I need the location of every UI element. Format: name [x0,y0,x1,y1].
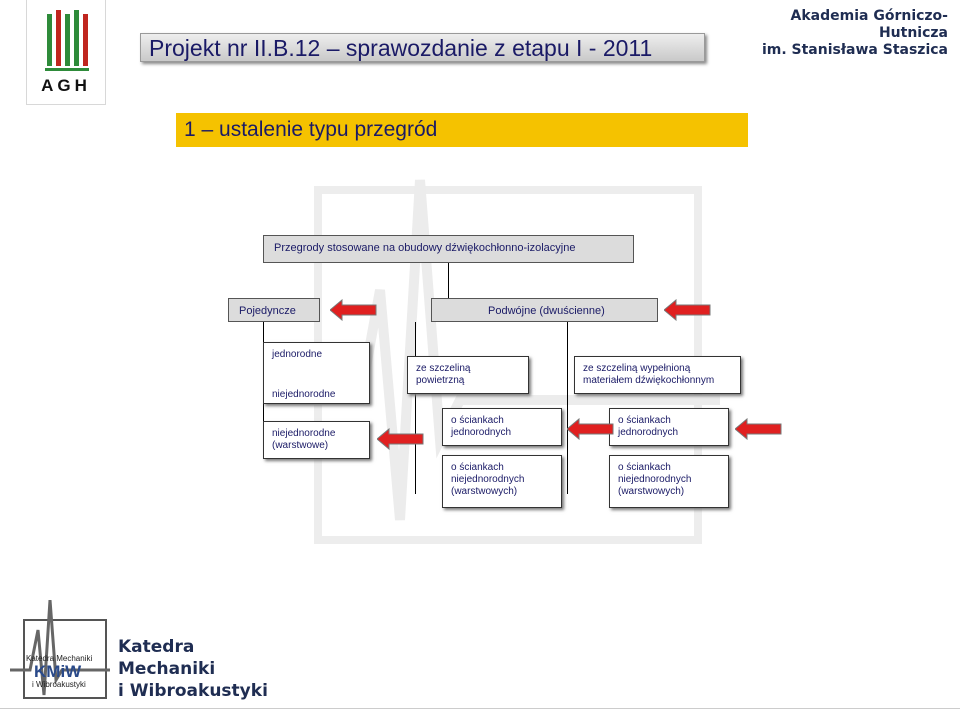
section-heading: 1 – ustalenie typu przegród [176,113,748,147]
kmiw-line-1: Katedra Mechaniki [26,654,93,663]
filled-walls-nonhomog-label-2: niejednorodnych [618,474,692,485]
page-title: Projekt nr II.B.12 – sprawozdanie z etap… [140,33,705,62]
filled-walls-nonhomog-box: o ściankach niejednorodnych (warstwowych… [609,455,729,508]
air-walls-nonhomog-box: o ściankach niejednorodnych (warstwowych… [442,455,562,508]
homogeneous-label: jednorodne [272,349,323,360]
red-arrow-left-icon [664,299,711,321]
institution-line-2: im. Stanisława Staszica [761,42,948,58]
footer-line-2: Mechaniki [118,659,216,679]
connector-root [448,262,449,298]
air-walls-nonhomog-label-3: (warstwowych) [451,486,518,497]
single-types-box: jednorodne niejednorodne [263,342,370,404]
air-gap-label-2: powietrzną [416,375,465,386]
kmiw-logo: Katedra Mechaniki KMiW i Wibroakustyki [10,599,110,700]
root-box: Przegrody stosowane na obudowy dźwiękoch… [263,235,634,263]
agh-logo: AGH [26,0,106,105]
layered-label-2: (warstwowe) [272,440,329,451]
air-walls-homog-label-2: jednorodnych [451,427,512,438]
air-gap-label-1: ze szczeliną [416,363,471,374]
single-partition-box: Pojedyncze [228,298,320,322]
filled-gap-box: ze szczeliną wypełnioną materiałem dźwię… [574,356,741,394]
agh-emblem-icon [45,10,89,71]
air-walls-homog-box: o ściankach jednorodnych [442,408,562,446]
filled-walls-homog-label-2: jednorodnych [618,427,679,438]
air-walls-homog-label-1: o ściankach [451,415,504,426]
filled-gap-label-1: ze szczeliną wypełnioną [583,363,691,374]
nonhomogeneous-label: niejednorodne [272,389,336,400]
red-arrow-left-icon [735,418,782,440]
layered-label-1: niejednorodne [272,428,336,439]
double-partition-box: Podwójne (dwuścienne) [431,298,658,322]
kmiw-emblem-icon [10,599,110,699]
connector-double-air [415,322,416,494]
filled-gap-label-2: materiałem dźwiękochłonnym [583,375,715,386]
institution-name: Akademia Górniczo-Hutnicza im. Stanisław… [748,8,948,59]
footer-line-3: i Wibroakustyki [118,681,268,701]
filled-walls-nonhomog-label-3: (warstwowych) [618,486,685,497]
kmiw-line-2: KMiW [34,662,82,681]
air-gap-box: ze szczeliną powietrzną [407,356,529,394]
kmiw-line-3: i Wibroakustyki [32,680,86,689]
layered-box: niejednorodne (warstwowe) [263,421,370,459]
footer-department-name: Katedra Mechaniki i Wibroakustyki [118,636,268,702]
connector-double-filled [567,322,568,494]
red-arrow-left-icon [377,428,424,450]
air-walls-nonhomog-label-2: niejednorodnych [451,474,525,485]
footer-line-1: Katedra [118,637,195,657]
filled-walls-homog-label-1: o ściankach [618,415,671,426]
air-walls-nonhomog-label-1: o ściankach [451,462,504,473]
red-arrow-left-icon [330,299,377,321]
institution-line-1: Akademia Górniczo-Hutnicza [790,8,948,41]
footer-divider [0,708,960,709]
filled-walls-nonhomog-label-1: o ściankach [618,462,671,473]
red-arrow-left-icon [567,418,614,440]
filled-walls-homog-box: o ściankach jednorodnych [609,408,729,446]
agh-logo-text: AGH [41,76,91,95]
